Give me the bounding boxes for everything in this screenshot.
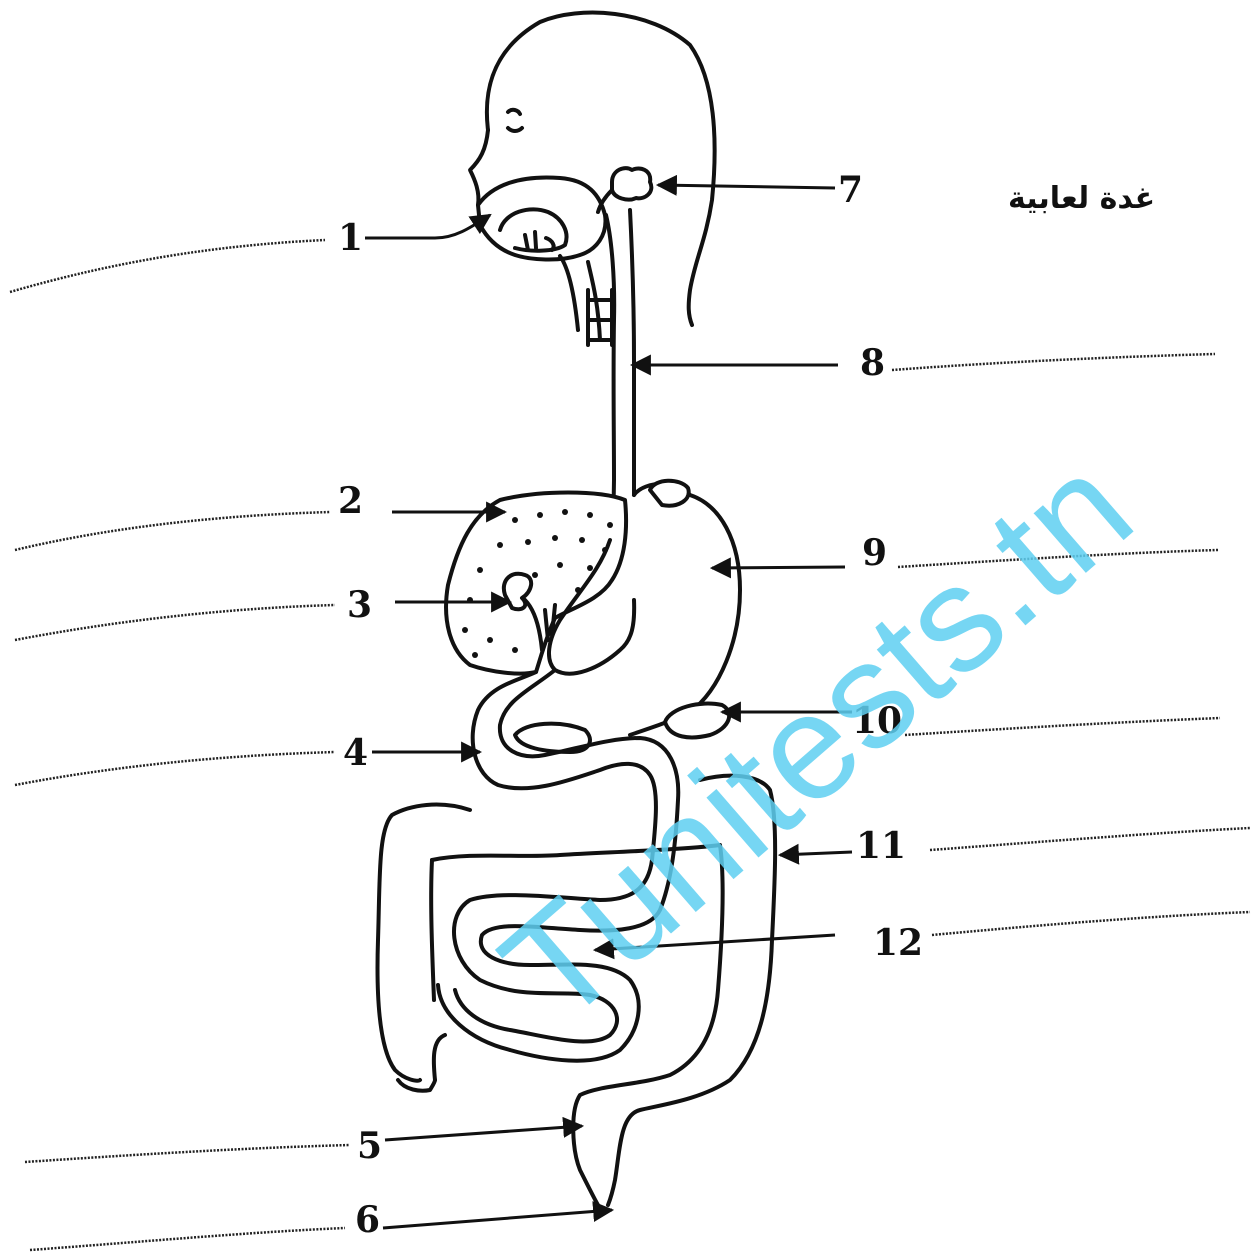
answer-line-2	[15, 512, 330, 550]
label-11: 11	[856, 825, 906, 867]
liver	[446, 493, 626, 674]
answer-line-5	[25, 1145, 350, 1162]
label-3: 3	[347, 584, 372, 626]
answer-line-12	[932, 912, 1250, 935]
answer-lines	[10, 240, 1250, 1250]
esophagus	[588, 210, 634, 540]
answer-line-8	[892, 354, 1215, 370]
label-2: 2	[338, 480, 363, 522]
label-8: 8	[860, 342, 885, 384]
label-1: 1	[338, 217, 363, 259]
answer-line-11	[930, 828, 1250, 850]
answer-line-4	[15, 752, 335, 785]
label-6: 6	[355, 1199, 380, 1241]
answer-line-1	[10, 240, 325, 292]
salivary-gland	[598, 168, 651, 212]
label-7: 7	[838, 169, 863, 211]
answer-line-3	[15, 605, 335, 640]
label-4: 4	[343, 732, 368, 774]
label-5: 5	[357, 1125, 382, 1167]
answer-line-6	[30, 1228, 345, 1250]
salivary-gland-label: غدة لعابية	[1008, 181, 1155, 216]
label-12: 12	[873, 922, 923, 964]
